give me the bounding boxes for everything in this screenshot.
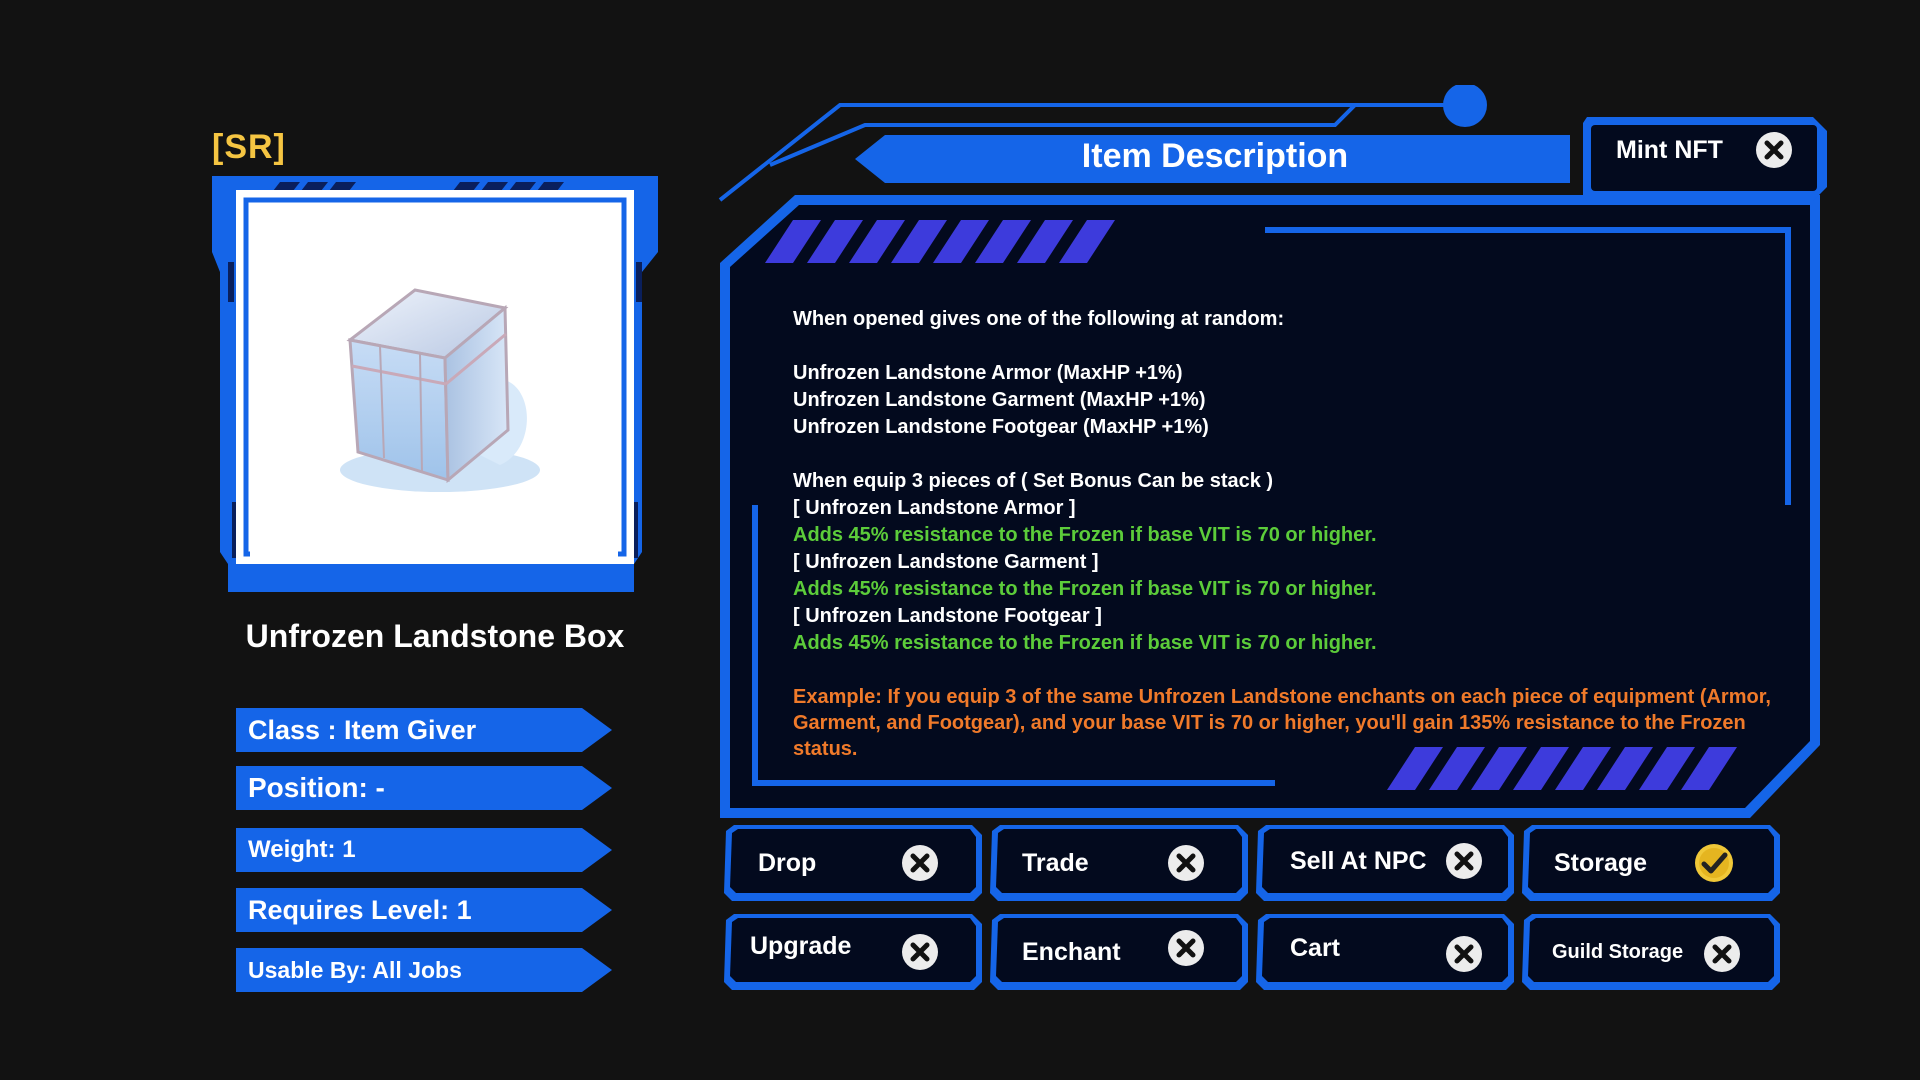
description-panel-frame	[718, 85, 1827, 818]
x-icon	[1446, 843, 1482, 879]
enchant-label: Enchant	[1022, 938, 1121, 966]
stat-level: Requires Level: 1	[236, 888, 612, 932]
stat-usable-by: Usable By: All Jobs	[236, 948, 612, 992]
set-item-name: [ Unfrozen Landstone Armor ]	[793, 497, 1076, 519]
check-icon	[1695, 844, 1733, 882]
set-item-bonus: Adds 45% resistance to the Frozen if bas…	[793, 632, 1377, 654]
reward-line: Unfrozen Landstone Footgear (MaxHP +1%)	[793, 416, 1209, 438]
x-icon	[902, 845, 938, 881]
stat-position-label: Position: -	[248, 772, 385, 803]
guild-storage-button[interactable]: Guild Storage	[1520, 912, 1782, 992]
reward-line: Unfrozen Landstone Armor (MaxHP +1%)	[793, 362, 1183, 384]
guild-storage-label: Guild Storage	[1552, 941, 1684, 963]
description-intro: When opened gives one of the following a…	[793, 308, 1285, 330]
storage-label: Storage	[1554, 849, 1648, 877]
set-bonus-header: When equip 3 pieces of ( Set Bonus Can b…	[793, 470, 1274, 492]
stat-weight-label: Weight: 1	[248, 836, 356, 863]
stat-position: Position: -	[236, 766, 612, 810]
x-icon	[1446, 936, 1482, 972]
trade-label: Trade	[1022, 849, 1089, 877]
cart-button[interactable]: Cart	[1254, 912, 1516, 992]
upgrade-label: Upgrade	[750, 932, 852, 960]
set-item-bonus: Adds 45% resistance to the Frozen if bas…	[793, 524, 1377, 546]
drop-button[interactable]: Drop	[722, 823, 984, 903]
set-item-name: [ Unfrozen Landstone Garment ]	[793, 551, 1099, 573]
set-item-name: [ Unfrozen Landstone Footgear ]	[793, 605, 1102, 627]
upgrade-button[interactable]: Upgrade	[722, 912, 984, 992]
rarity-badge: [SR]	[212, 128, 286, 166]
mint-nft-label: Mint NFT	[1616, 136, 1723, 164]
x-icon	[1168, 845, 1204, 881]
set-item-bonus: Adds 45% resistance to the Frozen if bas…	[793, 578, 1377, 600]
sell-at-npc-button[interactable]: Sell At NPC	[1254, 823, 1516, 903]
item-name: Unfrozen Landstone Box	[245, 618, 625, 654]
item-box-image	[340, 288, 540, 492]
cart-label: Cart	[1290, 934, 1341, 962]
x-icon	[1168, 930, 1204, 966]
example-note: Example: If you equip 3 of the same Unfr…	[793, 686, 1771, 760]
reward-line: Unfrozen Landstone Garment (MaxHP +1%)	[793, 389, 1206, 411]
sell-at-npc-label: Sell At NPC	[1290, 847, 1427, 875]
panel-title: Item Description	[1081, 137, 1349, 175]
x-icon	[902, 934, 938, 970]
trade-button[interactable]: Trade	[988, 823, 1250, 903]
item-description: When opened gives one of the following a…	[793, 306, 1773, 762]
storage-button[interactable]: Storage	[1520, 823, 1782, 903]
enchant-button[interactable]: Enchant	[988, 912, 1250, 992]
stat-usable-by-label: Usable By: All Jobs	[248, 957, 462, 983]
mint-nft-x-icon[interactable]	[1754, 130, 1794, 170]
x-icon	[1704, 936, 1740, 972]
stat-class-label: Class : Item Giver	[248, 715, 477, 745]
drop-label: Drop	[758, 849, 817, 877]
stat-level-label: Requires Level: 1	[248, 895, 472, 925]
stat-class: Class : Item Giver	[236, 708, 612, 752]
stat-weight: Weight: 1	[236, 828, 612, 872]
